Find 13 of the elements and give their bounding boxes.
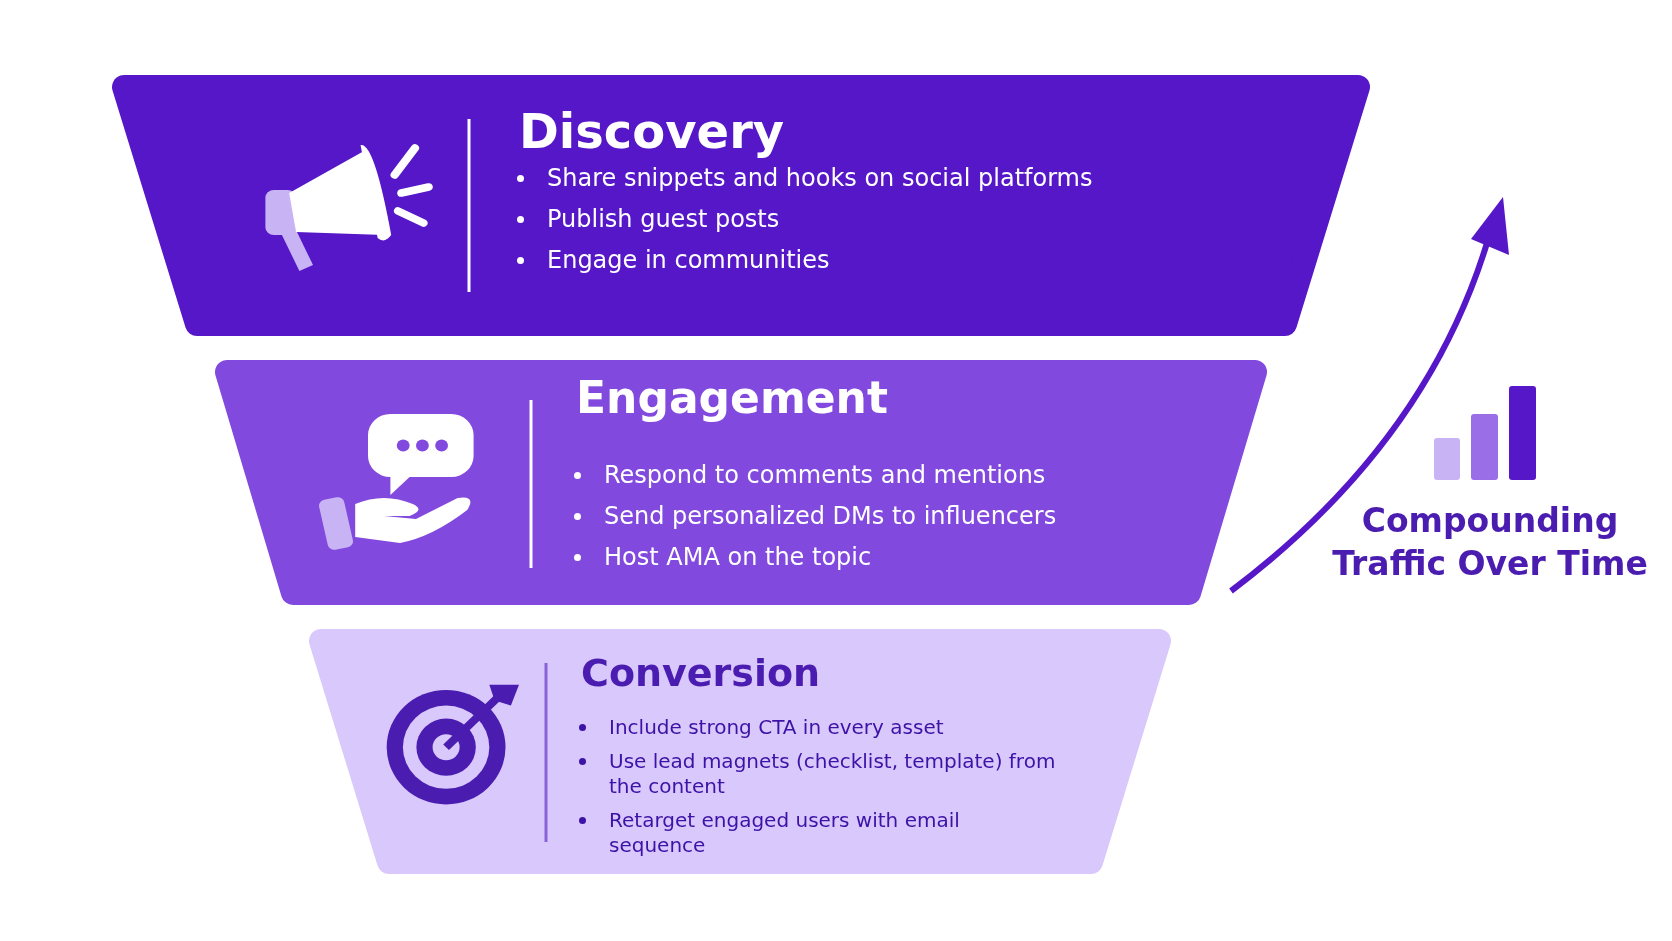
bullet-text: Publish guest posts bbox=[547, 205, 780, 233]
bullet-text: Send personalized DMs to influencers bbox=[604, 502, 1057, 530]
stage-title: Engagement bbox=[576, 374, 888, 423]
bullet-text: Retarget engaged users with email sequence bbox=[609, 808, 960, 857]
bullet-text: Share snippets and hooks on social platforms bbox=[547, 164, 1093, 192]
bullet-text: Host AMA on the topic bbox=[604, 543, 872, 571]
bullet-text: Engage in communities bbox=[547, 246, 830, 274]
trend-label: Compounding Traffic Over Time bbox=[1331, 500, 1649, 585]
bullet-text: Include strong CTA in every asset bbox=[609, 715, 944, 739]
bullet-text: Respond to comments and mentions bbox=[604, 461, 1046, 489]
bullet-text: Use lead magnets (checklist, template) from the content bbox=[609, 749, 1056, 798]
stage-title: Discovery bbox=[519, 105, 785, 158]
stage-title: Conversion bbox=[581, 653, 821, 695]
